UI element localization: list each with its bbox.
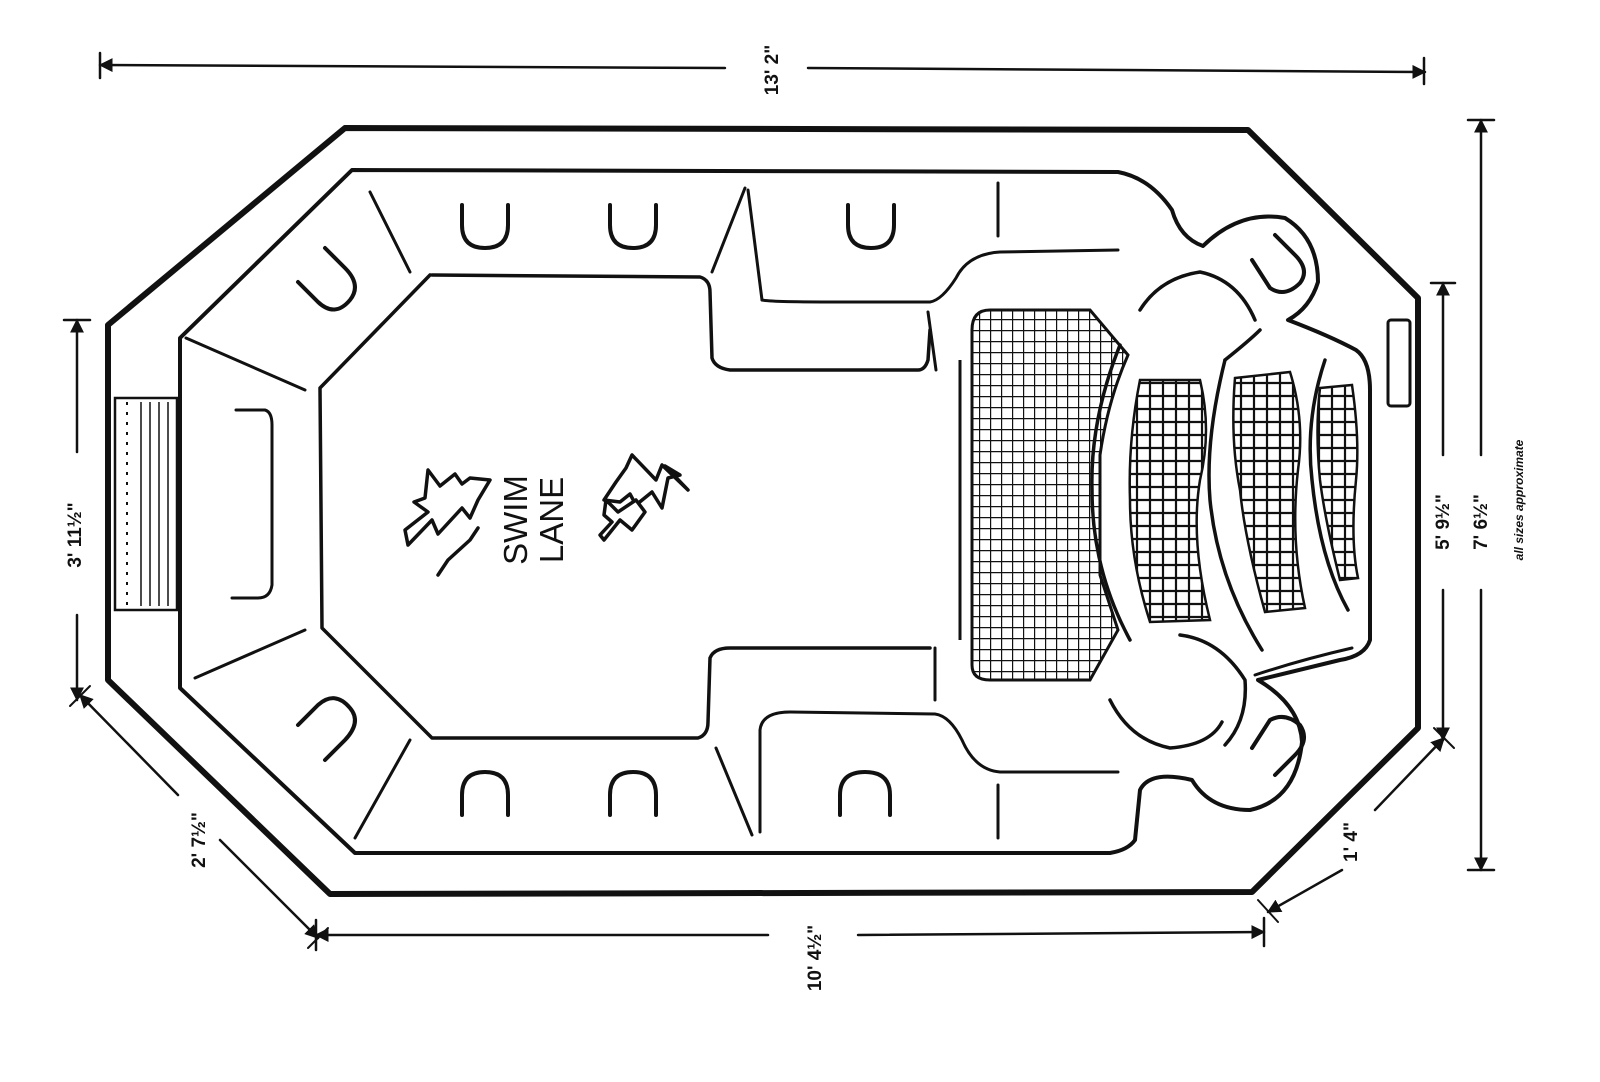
seat-jet-bottom-1 xyxy=(460,770,510,817)
dimension-side-length: 10' 4½" xyxy=(314,916,1266,991)
seat-jet-top-1 xyxy=(460,203,510,250)
seat-jet-right-top xyxy=(1250,233,1306,294)
overall-width-label: 7' 6½" xyxy=(1471,494,1492,550)
swim-direction-arrow-right xyxy=(598,453,690,542)
approximate-sizes-note: all sizes approximate xyxy=(1512,439,1526,560)
lounge-backrest xyxy=(230,408,274,600)
spa-outline xyxy=(105,125,1421,897)
seat-jets xyxy=(296,203,1306,817)
dimension-end-width: 3' 11½" xyxy=(62,318,92,702)
seat-jet-bottom-3 xyxy=(838,770,892,817)
dimension-overall-length: 13' 2" xyxy=(98,45,1427,96)
seat-jet-top-left xyxy=(296,246,357,312)
dimension-overall-width: 7' 6½" xyxy=(1466,118,1496,872)
seat-jet-right-bottom xyxy=(1250,714,1306,777)
dimension-corner-right: 1' 4" xyxy=(1257,727,1455,923)
overall-length-label: 13' 2" xyxy=(762,45,783,96)
seat-jet-bottom-left xyxy=(296,696,357,762)
control-panel xyxy=(1386,318,1412,408)
seat-dividers-bottom xyxy=(193,628,1120,840)
lounger-jets-band-3 xyxy=(1316,383,1360,582)
lounger-jets-band-2 xyxy=(1232,370,1307,614)
dimension-corner-left: 2' 7½" xyxy=(69,685,329,949)
spa-outer-edge xyxy=(105,125,1421,897)
swim-direction-arrow-left xyxy=(403,468,492,577)
spa-inner-edge xyxy=(178,168,1372,855)
dimension-inner-width: 5' 9½" xyxy=(1429,281,1457,742)
swim-lane-well xyxy=(318,273,932,740)
lounger-jets-main xyxy=(970,308,1130,682)
entry-steps xyxy=(113,396,179,612)
corner-left-label: 2' 7½" xyxy=(189,812,210,868)
inner-width-label: 5' 9½" xyxy=(1433,494,1454,550)
lounger-jets xyxy=(958,308,1360,682)
lounger-jets-band-1 xyxy=(1128,378,1212,624)
seat-dividers-top xyxy=(184,181,1120,392)
seat-jet-bottom-2 xyxy=(608,770,658,817)
swim-lane-line-2: LANE xyxy=(533,477,570,563)
swim-lane-label-group: SWIM LANE xyxy=(497,475,570,565)
swim-lane-line-1: SWIM xyxy=(497,475,534,565)
end-width-label: 3' 11½" xyxy=(65,502,86,567)
seat-jet-top-2 xyxy=(608,203,658,250)
round-seats xyxy=(1108,270,1262,750)
corner-right-label: 1' 4" xyxy=(1341,822,1362,862)
side-length-label: 10' 4½" xyxy=(805,925,826,991)
seat-jet-top-3 xyxy=(846,203,896,250)
